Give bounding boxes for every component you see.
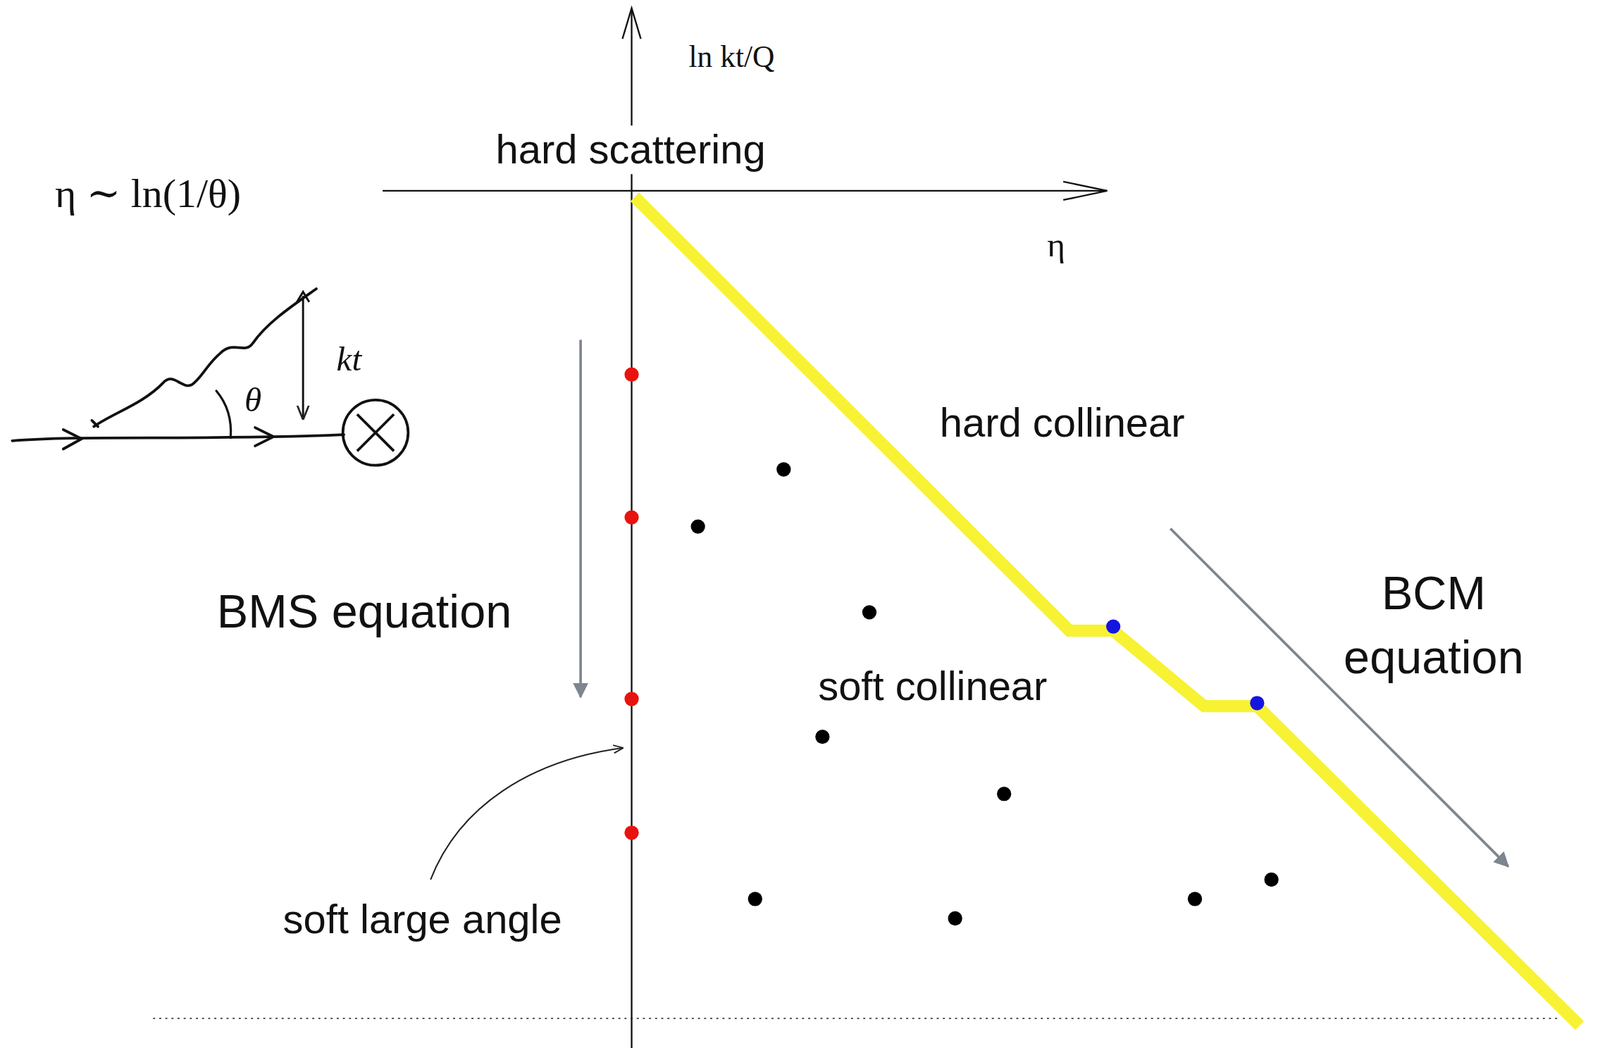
region-label: soft collinear: [817, 662, 1047, 712]
hard-collinear-boundary: [634, 197, 1580, 1026]
gluon-line: [91, 420, 98, 427]
emission-dot: [862, 605, 877, 620]
emission-dot: [624, 510, 639, 525]
gluon-line: [93, 288, 317, 427]
sketch-arrowhead: [63, 429, 82, 450]
region-label: soft large angle: [283, 896, 563, 946]
emission-dot: [948, 911, 963, 926]
axis-arrowhead: [622, 8, 641, 39]
evolution-arrow: [579, 339, 582, 697]
emission-dot: [1263, 872, 1279, 888]
region-label: hard scattering: [491, 125, 770, 175]
emission-dot: [691, 519, 706, 534]
formula-label: η ∼ ln(1/θ): [54, 169, 241, 219]
region-label: hard collinear: [939, 398, 1186, 449]
angle-arc: [216, 391, 232, 439]
emission-dot: [815, 729, 830, 744]
hard-vertex: [357, 414, 394, 451]
emission-dot: [996, 786, 1012, 802]
sketch-arrowhead: [255, 427, 274, 446]
kt-arrow: [296, 291, 309, 302]
kt-arrow: [302, 295, 305, 419]
emission-dot: [624, 825, 639, 840]
emission-dot: [776, 462, 791, 477]
sketch-label: θ: [244, 379, 262, 421]
equation-label: BCM equation: [1318, 561, 1549, 691]
dotted-line: [152, 1018, 1562, 1020]
axis-arrowhead: [1063, 181, 1107, 201]
quark-line: [11, 434, 344, 442]
emission-dot: [1106, 619, 1121, 634]
equation-label: BMS equation: [216, 584, 512, 641]
axis-label: η: [1046, 224, 1066, 266]
sketch-label: kt: [336, 338, 363, 380]
pointer-arrow: [430, 748, 623, 880]
hard-vertex: [343, 400, 409, 466]
emission-dot: [748, 891, 763, 907]
axis-label: ln kt/Q: [689, 38, 775, 75]
emission-dot: [624, 691, 639, 706]
emission-dot: [1187, 891, 1202, 907]
horizontal-axis: [382, 190, 1107, 192]
emission-dot: [624, 367, 639, 382]
emission-dot: [1249, 696, 1264, 711]
